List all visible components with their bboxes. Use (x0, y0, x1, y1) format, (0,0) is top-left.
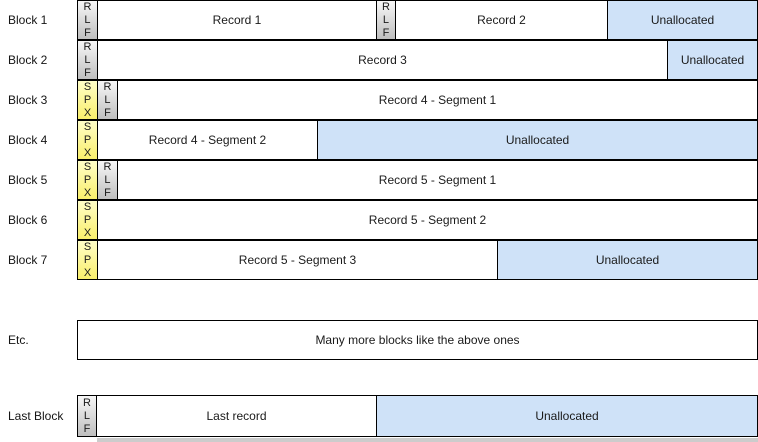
segment-pointer-header: S P X (77, 240, 98, 280)
block-label: Block 3 (8, 93, 48, 107)
block-row-6: Block 6 S P X Record 5 - Segment 2 (0, 200, 758, 240)
record-length-field-header: R L F (77, 395, 97, 437)
block-boxes: S P X R L F Record 5 - Segment 1 (77, 160, 758, 200)
record-length-field-header: R L F (97, 160, 118, 200)
block-label: Block 5 (8, 173, 48, 187)
block-boxes: R L F Last record Unallocated (77, 395, 758, 437)
record-length-field-header: R L F (77, 40, 98, 80)
block-row-3: Block 3 S P X R L F Record 4 - Segment 1 (0, 80, 758, 120)
record-box: Record 1 (97, 0, 377, 40)
block-label: Block 6 (8, 213, 48, 227)
block-boxes: S P X R L F Record 4 - Segment 1 (77, 80, 758, 120)
unallocated-box: Unallocated (607, 0, 758, 40)
segment-pointer-header: S P X (77, 160, 98, 200)
block-boxes: R L F Record 1 R L F Record 2 Unallocate… (77, 0, 758, 40)
unallocated-box: Unallocated (317, 120, 758, 160)
block-boxes: S P X Record 5 - Segment 2 (77, 200, 758, 240)
block-row-5: Block 5 S P X R L F Record 5 - Segment 1 (0, 160, 758, 200)
segment-pointer-header: S P X (77, 120, 98, 160)
block-label: Block 4 (8, 133, 48, 147)
block-boxes: R L F Record 3 Unallocated (77, 40, 758, 80)
unallocated-box: Unallocated (667, 40, 758, 80)
block-row-last: Last Block R L F Last record Unallocated (0, 395, 758, 437)
block-boxes: Many more blocks like the above ones (77, 320, 758, 360)
record-length-field-header: R L F (376, 0, 396, 40)
segment-pointer-header: S P X (77, 200, 98, 240)
record-box: Last record (96, 395, 377, 437)
block-boxes: S P X Record 5 - Segment 3 Unallocated (77, 240, 758, 280)
unallocated-box: Unallocated (497, 240, 758, 280)
record-box: Record 4 - Segment 2 (97, 120, 318, 160)
block-row-4: Block 4 S P X Record 4 - Segment 2 Unall… (0, 120, 758, 160)
block-label: Block 1 (8, 13, 48, 27)
record-box: Record 5 - Segment 2 (97, 200, 758, 240)
record-box: Record 3 (97, 40, 668, 80)
block-row-2: Block 2 R L F Record 3 Unallocated (0, 40, 758, 80)
block-label: Etc. (8, 333, 29, 347)
block-label: Block 7 (8, 253, 48, 267)
record-box: Record 4 - Segment 1 (117, 80, 758, 120)
record-box: Record 5 - Segment 1 (117, 160, 758, 200)
unallocated-box: Unallocated (376, 395, 758, 437)
record-length-field-header: R L F (77, 0, 98, 40)
block-boxes: S P X Record 4 - Segment 2 Unallocated (77, 120, 758, 160)
block-row-1: Block 1 R L F Record 1 R L F Record 2 Un… (0, 0, 758, 40)
block-row-7: Block 7 S P X Record 5 - Segment 3 Unall… (0, 240, 758, 280)
block-label: Block 2 (8, 53, 48, 67)
block-label: Last Block (8, 409, 64, 423)
record-length-field-header: R L F (97, 80, 118, 120)
last-row-shadow (97, 438, 758, 442)
record-box: Record 2 (395, 0, 608, 40)
record-box: Many more blocks like the above ones (77, 320, 758, 360)
record-box: Record 5 - Segment 3 (97, 240, 498, 280)
block-row-etc: Etc. Many more blocks like the above one… (0, 320, 758, 360)
segment-pointer-header: S P X (77, 80, 98, 120)
